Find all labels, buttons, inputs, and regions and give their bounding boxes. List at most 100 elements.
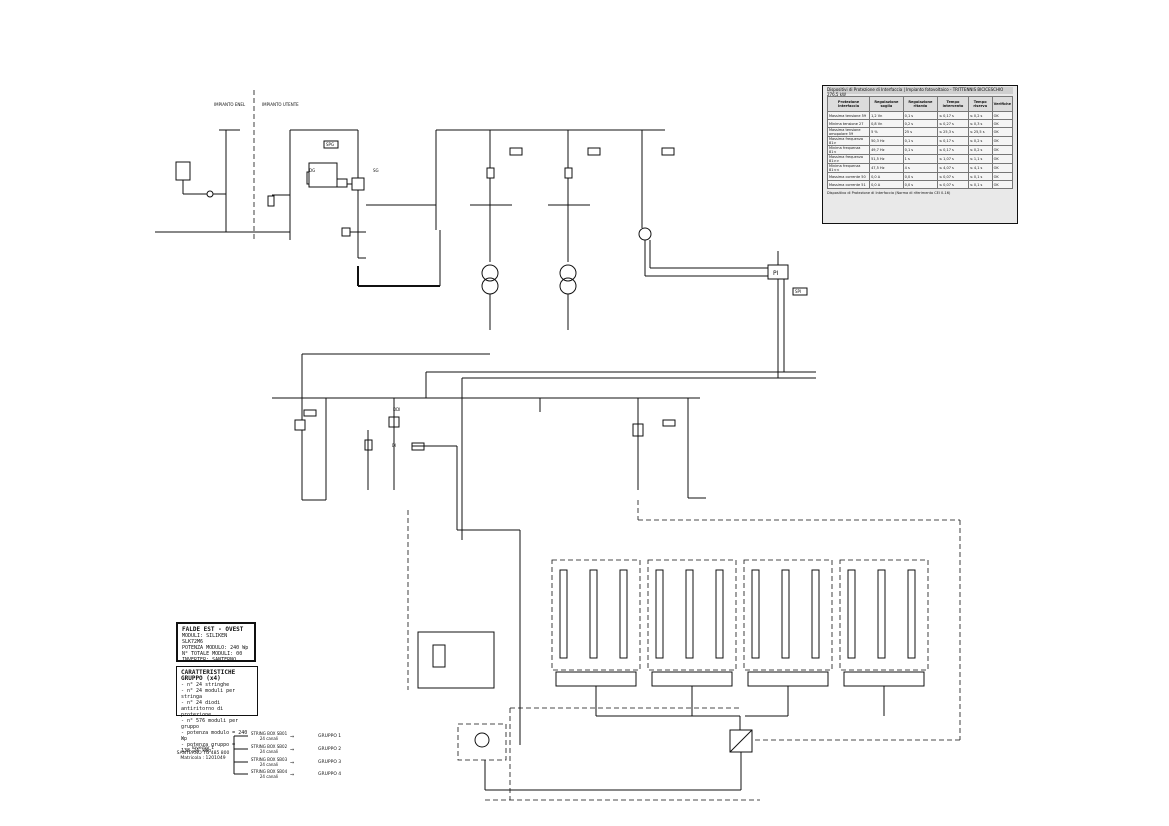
table-cell: ≤ 0,3 s xyxy=(967,119,993,128)
table-cell: 0,0 A xyxy=(869,172,904,181)
table-cell: ≤ 1,07 s xyxy=(937,154,969,164)
group-legend-line: - potenza gruppo = 138,24 kWp xyxy=(181,742,236,754)
svg-text:⇒: ⇒ xyxy=(290,747,294,753)
aux-panel-box xyxy=(417,631,495,689)
table-cell: ≤ 0,2 s xyxy=(967,145,993,155)
group-legend-line: - n° 24 stringhe xyxy=(181,682,230,688)
group-label-1: GRUPPO 1 xyxy=(318,734,342,739)
table-cell: ≤ 0,2 s xyxy=(967,136,993,146)
table-cell: ≤ 0,17 s xyxy=(937,145,969,155)
table-col-header: Regolazione soglia xyxy=(869,96,904,112)
aux-transformer xyxy=(474,732,490,748)
group-legend-line: - n° 576 moduli per gruppo xyxy=(181,718,239,730)
spi-tag-label: SPI xyxy=(795,289,801,294)
table-cell: Massima tensione omopolare 59 xyxy=(826,127,871,137)
dc-dashed-wiring xyxy=(407,500,961,801)
string-box-bracket: ⇒ ⇒ ⇒ ⇒ xyxy=(233,734,294,778)
table-header: Dispositivi di Protezione di Interfaccia… xyxy=(827,87,1013,97)
group-legend-line: - n° 24 diodi antiritorno di protezione xyxy=(181,700,224,718)
user-incoming-line xyxy=(254,129,440,287)
string-box-name: STRING BOX SB02 xyxy=(250,744,288,749)
table-cell: 0,1 s xyxy=(902,145,939,155)
table-cell: Massima frequenza 81>> xyxy=(826,154,871,164)
string-box-note: 24 canali xyxy=(259,761,279,767)
field-data-line: N° TOTALE MODULI: 00 xyxy=(182,651,243,657)
transformer-feeder-2 xyxy=(548,130,601,330)
field-data-title: FALDE EST - OVEST xyxy=(182,626,244,633)
table-cell: OK xyxy=(991,154,1014,164)
table-cell: 0,8 Vn xyxy=(869,119,904,128)
field-data-line: INVERTER: SANTERNO xyxy=(182,657,237,663)
table-cell: 4 s xyxy=(902,163,939,173)
table-cell: OK xyxy=(991,172,1014,181)
table-header-row: Protezione interfaccia Regolazione sogli… xyxy=(826,96,1014,112)
table-cell: 0,0 s xyxy=(902,180,939,189)
table-cell: ≤ 4,1 s xyxy=(967,163,993,173)
table-cell: 5 % xyxy=(869,127,904,137)
lv-distribution xyxy=(272,353,816,745)
string-box-1: STRING BOX SB01 24 canali xyxy=(250,731,288,741)
table-cell: ≤ 25,3 s xyxy=(937,127,969,137)
table-cell: 25 s xyxy=(902,127,939,137)
group-label-2: GRUPPO 2 xyxy=(318,747,342,752)
table-cell: ≤ 0,1 s xyxy=(967,180,993,189)
table-cell: ≤ 1,1 s xyxy=(967,154,993,164)
dg-label: DG xyxy=(309,168,315,173)
section-label-utente: IMPIANTO UTENTE xyxy=(262,102,299,107)
field-data-line: MODULI: SILIKEN SLK72M6 xyxy=(182,633,228,645)
table-cell: ≤ 25,5 s xyxy=(967,127,993,137)
table-cell: ≤ 0,17 s xyxy=(937,136,969,146)
svg-text:⇒: ⇒ xyxy=(290,772,294,778)
ddi-label: DDI xyxy=(393,407,400,412)
table-cell: 50,3 Hz xyxy=(869,136,904,146)
transformer-feeder-1 xyxy=(470,130,523,330)
svg-text:⇒: ⇒ xyxy=(290,734,294,740)
spi-tag xyxy=(792,287,808,296)
table-cell: OK xyxy=(991,145,1014,155)
string-box-4: STRING BOX SB04 24 canali xyxy=(250,769,288,779)
table-col-header: Regolazione ritardo xyxy=(902,96,939,112)
enel-delivery-group xyxy=(155,129,254,233)
table-cell: 1 s xyxy=(902,154,939,164)
table-grid: Protezione interfaccia Regolazione sogli… xyxy=(826,96,1014,189)
inverter-label-line: Inverter 1 xyxy=(191,746,215,751)
spg-tag xyxy=(323,140,339,149)
table-cell: ≤ 0,17 s xyxy=(937,111,969,120)
spg-tag-label: SPG xyxy=(326,142,334,147)
inverter-label-line: SANTERNO TG 485 800 xyxy=(176,751,230,756)
svg-text:⇒: ⇒ xyxy=(290,760,294,766)
table-cell: OK xyxy=(991,136,1014,146)
table-cell: Minima tensione 27 xyxy=(826,119,871,128)
sg-label: SG xyxy=(373,168,379,173)
aux-transformer-box xyxy=(457,723,507,761)
inverter-symbol xyxy=(484,686,885,791)
table-col-header: Tempo riserva xyxy=(967,96,993,112)
field-data-box: FALDE EST - OVEST MODULI: SILIKEN SLK72M… xyxy=(176,622,256,663)
section-label-enel: IMPIANTO ENEL xyxy=(214,102,246,107)
table-cell: 0,0 s xyxy=(902,172,939,181)
table-col-header: Verifiche xyxy=(991,96,1014,112)
group-label-4: GRUPPO 4 xyxy=(318,772,342,777)
table-cell: 0,0 A xyxy=(869,180,904,189)
table-cell: 51,5 Hz xyxy=(869,154,904,164)
inverter-label-line: Matricola : 1201049 xyxy=(180,756,226,761)
di-label: DI xyxy=(392,443,396,448)
table-cell: ≤ 0,2 s xyxy=(967,111,993,120)
table-cell: 0,2 s xyxy=(902,119,939,128)
table-cell: ≤ 0,27 s xyxy=(937,119,969,128)
table-cell: 49,7 Hz xyxy=(869,145,904,155)
measurement-feeder xyxy=(638,130,768,277)
table-cell: ≤ 4,07 s xyxy=(937,163,969,173)
table-cell: OK xyxy=(991,163,1014,173)
field-data-line: POTENZA MODULO: 240 Wp xyxy=(182,645,249,651)
table-footer: Dispositivo di Protezione di Interfaccia… xyxy=(827,191,951,195)
protection-settings-table: Dispositivi di Protezione di Interfaccia… xyxy=(822,85,1018,224)
string-box-note: 24 canali xyxy=(259,735,279,741)
string-box-name: STRING BOX SB03 xyxy=(250,757,288,762)
inverter-label: Inverter 1 SANTERNO TG 485 800 Matricola… xyxy=(172,746,234,761)
